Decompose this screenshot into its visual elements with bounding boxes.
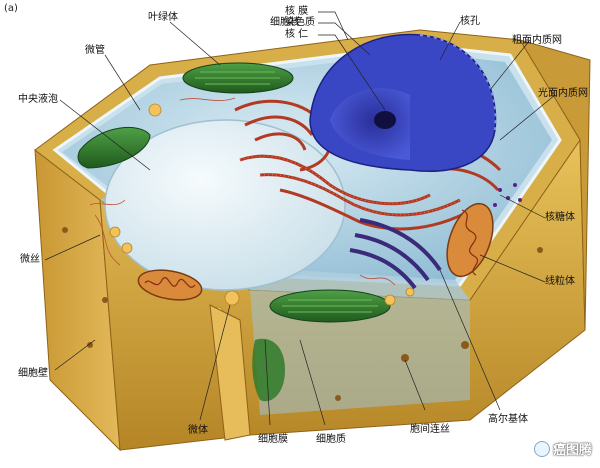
chloroplast-left [77, 126, 151, 169]
label-golgi: 高尔基体 [488, 414, 528, 425]
label-cell-membrane: 细胞膜 [258, 434, 288, 445]
label-smooth-er: 光面内质网 [538, 88, 588, 99]
label-nucleus: 细胞核 [270, 17, 300, 28]
label-nuclear-pore: 核孔 [460, 16, 480, 27]
label-ribosome: 核糖体 [545, 212, 575, 223]
watermark: 癌图腾 [533, 439, 592, 458]
label-nucleolus: 核 仁 [285, 29, 309, 40]
panel-tag: (a) [4, 3, 18, 14]
label-cell-wall: 细胞壁 [18, 368, 48, 379]
label-plasmodesmata: 胞间连丝 [410, 424, 450, 435]
plasmodesmata [62, 227, 543, 401]
chloroplast-front [252, 338, 285, 402]
label-microbody: 微体 [188, 425, 208, 436]
watermark-text: 癌图腾 [552, 443, 592, 458]
label-central-vacuole: 中央液泡 [18, 94, 58, 105]
label-nuclear-envelope: 核 膜 [285, 6, 309, 17]
label-cytoplasm: 细胞质 [316, 434, 346, 445]
nucleolus [374, 111, 396, 129]
label-microtubule: 微管 [85, 45, 105, 56]
leader-lines [44, 11, 556, 426]
ribosomes [493, 183, 522, 207]
central-vacuole [104, 119, 346, 291]
microfilaments [89, 97, 396, 286]
chloroplast-top [182, 62, 294, 94]
chloroplast-bottom [269, 289, 391, 323]
golgi-apparatus [349, 218, 442, 290]
cell-wall-cut [209, 304, 251, 441]
mitochondrion-right [446, 202, 494, 278]
watermark-logo-icon [533, 440, 550, 457]
nucleus [309, 33, 497, 172]
mitochondrion-left [137, 269, 203, 301]
label-mitochondrion: 线粒体 [545, 276, 575, 287]
label-chromatin: 染色质 [285, 17, 315, 28]
label-rough-er: 粗面内质网 [512, 35, 562, 46]
nuclear-pore-marks [419, 34, 497, 131]
label-chloroplast: 叶绿体 [148, 12, 178, 23]
microbodies [109, 103, 415, 318]
label-microfilament: 微丝 [20, 254, 40, 265]
